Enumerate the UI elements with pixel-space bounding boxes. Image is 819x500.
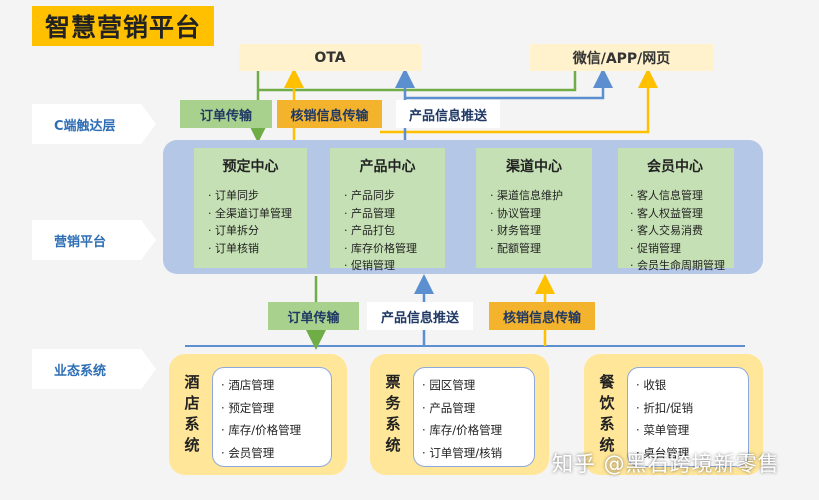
watermark-text: 知乎 @黑石跨境新零售: [552, 452, 780, 476]
product-center-title: 产品中心: [359, 159, 416, 175]
list-item: 客人交易消费: [630, 222, 734, 240]
hotel-system-label: 酒店系统: [184, 373, 200, 454]
booking-center-title: 预定中心: [222, 159, 279, 175]
list-item: 会员管理: [221, 442, 325, 465]
list-item: 配额管理: [490, 240, 592, 258]
product-center: 产品中心 产品同步 产品管理 产品打包 库存价格管理 促销管理: [330, 148, 445, 272]
channel-center: 渠道中心 渠道信息维护 协议管理 财务管理 配额管理: [476, 148, 592, 268]
tag-redeem-transfer-top: 核销信息传输: [277, 100, 382, 128]
list-item: 财务管理: [490, 222, 592, 240]
list-item: 园区管理: [422, 374, 528, 397]
booking-center: 预定中心 订单同步 全渠道订单管理 订单拆分 订单核销: [194, 148, 307, 268]
list-item: 促销管理: [630, 240, 734, 258]
list-item: 客人信息管理: [630, 187, 734, 205]
list-item: 订单核销: [208, 240, 307, 258]
ticket-system-list: 园区管理 产品管理 库存/价格管理 订单管理/核销: [413, 367, 535, 467]
list-item: 折扣/促销: [636, 397, 742, 420]
page-title: 智慧营销平台: [32, 6, 214, 46]
list-item: 库存/价格管理: [221, 419, 325, 442]
catering-system-list: 收银 折扣/促销 菜单管理 桌台管理: [627, 367, 749, 467]
list-item: 客人权益管理: [630, 205, 734, 223]
list-item: 桌台管理: [636, 442, 742, 465]
member-center-title: 会员中心: [647, 159, 703, 175]
list-item: 产品同步: [344, 187, 445, 205]
catering-system-panel: 餐饮系统 收银 折扣/促销 菜单管理 桌台管理: [584, 354, 763, 475]
ota-box: OTA: [239, 44, 421, 71]
list-item: 协议管理: [490, 205, 592, 223]
tag-redeem-transfer-bottom: 核销信息传输: [489, 302, 595, 330]
list-item: 渠道信息维护: [490, 187, 592, 205]
list-item: 会员生命周期管理: [630, 257, 734, 275]
member-center: 会员中心 客人信息管理 客人权益管理 客人交易消费 促销管理 会员生命周期管理: [618, 148, 734, 272]
list-item: 预定管理: [221, 397, 325, 420]
catering-system-label: 餐饮系统: [599, 373, 615, 454]
list-item: 产品打包: [344, 222, 445, 240]
list-item: 库存价格管理: [344, 240, 445, 258]
ticket-system-label: 票务系统: [385, 373, 401, 454]
wechat-app-web-box: 微信/APP/网页: [530, 44, 713, 71]
list-item: 产品管理: [344, 205, 445, 223]
layer-c-end: C端触达层: [32, 104, 156, 144]
list-item: 订单拆分: [208, 222, 307, 240]
channel-center-title: 渠道中心: [506, 159, 562, 175]
layer-business: 业态系统: [32, 349, 156, 389]
list-item: 收银: [636, 374, 742, 397]
tag-product-push-bottom: 产品信息推送: [367, 302, 473, 330]
list-item: 酒店管理: [221, 374, 325, 397]
hotel-system-panel: 酒店系统 酒店管理 预定管理 库存/价格管理 会员管理: [169, 354, 347, 475]
tag-order-transfer-top: 订单传输: [180, 100, 272, 128]
list-item: 订单管理/核销: [422, 442, 528, 465]
list-item: 库存/价格管理: [422, 419, 528, 442]
ticket-system-panel: 票务系统 园区管理 产品管理 库存/价格管理 订单管理/核销: [370, 354, 549, 475]
list-item: 促销管理: [344, 257, 445, 275]
tag-order-transfer-bottom: 订单传输: [268, 302, 359, 330]
layer-marketing: 营销平台: [32, 220, 156, 260]
list-item: 菜单管理: [636, 419, 742, 442]
list-item: 产品管理: [422, 397, 528, 420]
tag-product-push-top: 产品信息推送: [396, 100, 500, 128]
hotel-system-list: 酒店管理 预定管理 库存/价格管理 会员管理: [212, 367, 332, 467]
list-item: 订单同步: [208, 187, 307, 205]
list-item: 全渠道订单管理: [208, 205, 307, 223]
